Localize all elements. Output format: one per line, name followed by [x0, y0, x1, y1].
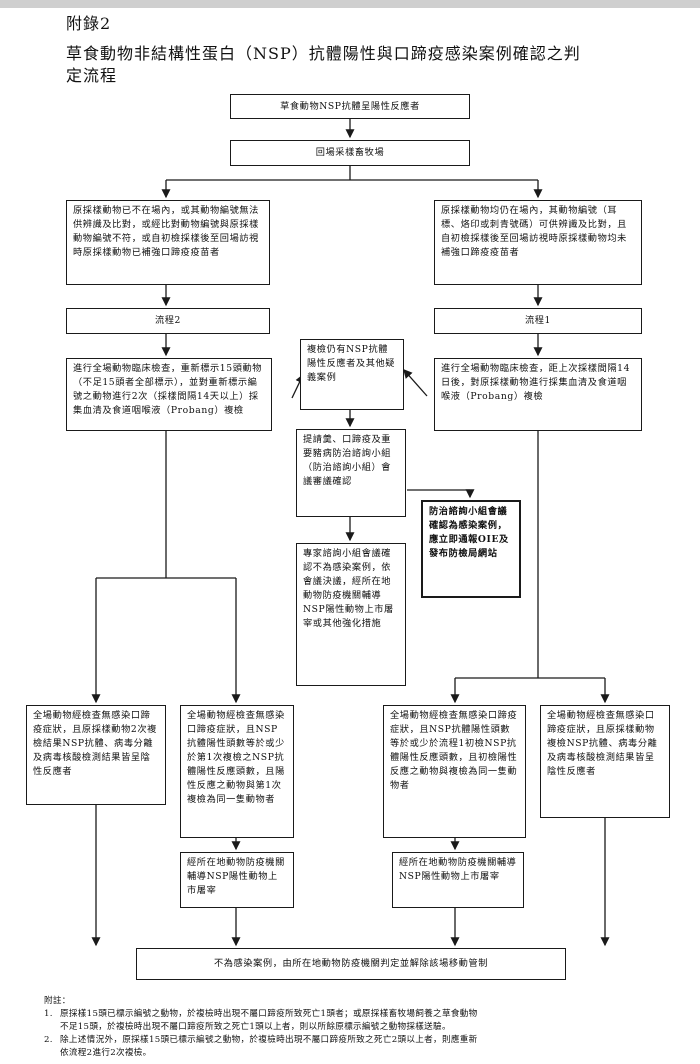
appendix-label: 附錄2 [66, 14, 112, 33]
box-flow1: 流程1 [434, 308, 642, 334]
box-sub-left-2: 經所在地動物防疫機關輔導NSP陽性動物上市屠宰 [180, 852, 294, 908]
box-outcome-left-1: 全場動物經檢查無感染口蹄疫症狀，且原採樣動物2次複檢結果NSP抗體、病毒分離及病… [26, 705, 166, 805]
box-outcome-right-1: 全場動物經檢查無感染口蹄疫症狀，且NSP抗體陽性頭數等於或少於流程1初檢NSP抗… [383, 705, 526, 838]
top-bar [0, 0, 700, 8]
box-suspect-case: 複檢仍有NSP抗體陽性反應者及其他疑義案例 [300, 339, 404, 410]
page-title-line1: 草食動物非結構性蛋白（NSP）抗體陽性與口蹄疫感染案例確認之判 [66, 44, 581, 63]
footnotes-label: 附註： [44, 996, 71, 1006]
box-condition-right: 原採樣動物均仍在場內，其動物編號（耳標、烙印或刺青號碼）可供辨識及比對，且自初檢… [434, 200, 642, 285]
footnote-item: 1. 原採樣15頭已標示編號之動物，於複檢時出現不屬口蹄疫所致死亡1頭者；或原採… [44, 1009, 478, 1032]
box-flow2-action: 進行全場動物臨床檢查，重新標示15頭動物（不足15頭者全部標示），並對重新標示編… [66, 358, 272, 431]
box-condition-left: 原採樣動物已不在場內，或其動物編號無法供辨識及比對，或經比對動物編號與原採樣動物… [66, 200, 270, 285]
footnotes: 附註： 1. 原採樣15頭已標示編號之動物，於複檢時出現不屬口蹄疫所致死亡1頭者… [44, 995, 684, 1060]
box-source-farm: 回場采樣畜牧場 [230, 140, 470, 166]
box-flow2: 流程2 [66, 308, 270, 334]
box-confirmed-infection: 防治諮詢小組會議確認為感染案例，應立即通報OIE及發布防檢局網站 [421, 500, 521, 598]
box-committee-review: 提請羹、口蹄疫及重要豬病防治諮詢小組（防治諮詢小組）會議審議確認 [296, 429, 406, 517]
box-not-infection: 專家諮詢小組會議確認不為感染案例，依會議決議，經所在地動物防疫機關輔導NSP陽性… [296, 543, 406, 686]
box-start: 草食動物NSP抗體呈陽性反應者 [230, 94, 470, 119]
footnote-item: 2. 除上述情況外，原採樣15頭已標示編號之動物，於複檢時出現不屬口蹄疫所致之死… [44, 1035, 478, 1058]
box-flow1-action: 進行全場動物臨床檢查，距上次採樣間隔14日後，對原採樣動物進行採集血清及食道咽喉… [434, 358, 642, 431]
box-sub-right-1: 經所在地動物防疫機關輔導NSP陽性動物上市屠宰 [392, 852, 524, 908]
page-title-line2: 定流程 [66, 66, 118, 85]
box-final: 不為感染案例，由所在地動物防疫機關判定並解除該場移動管制 [136, 948, 566, 980]
box-outcome-left-2: 全場動物經檢查無感染口蹄疫症狀，且NSP抗體陽性頭數等於或少於第1次複檢之NSP… [180, 705, 294, 838]
box-outcome-right-2: 全場動物經檢查無感染口蹄疫症狀，且原採樣動物複檢NSP抗體、病毒分離及病毒核酸檢… [540, 705, 670, 818]
